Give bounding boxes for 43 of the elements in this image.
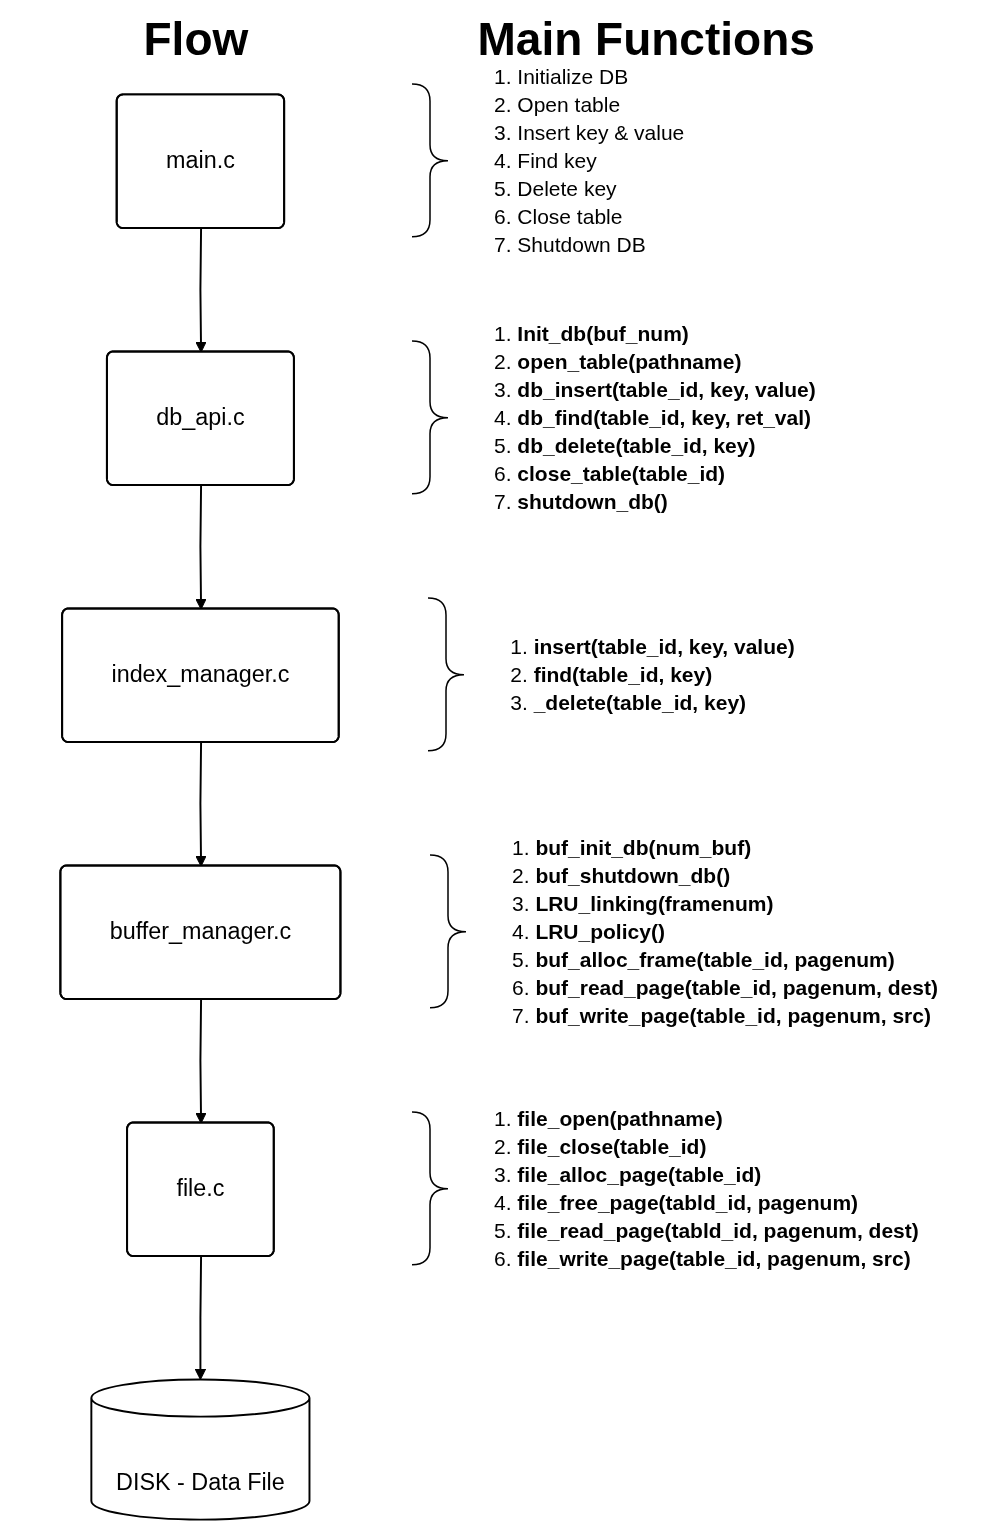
- list-item: 1. Initialize DB: [494, 64, 630, 91]
- list-item: 5. Delete key: [494, 176, 618, 203]
- list-item: 2. open_table(pathname): [494, 349, 743, 376]
- column-heading: Main Functions: [477, 14, 815, 65]
- arrow: [194, 741, 207, 867]
- list-item: 7. buf_write_page(table_id, pagenum, src): [512, 1003, 932, 1030]
- database-cylinder: DISK - Data File: [89, 1378, 311, 1521]
- list-item: 3. Insert key & value: [494, 120, 685, 147]
- list-item: 2. Open table: [494, 92, 622, 119]
- list-item: 1. buf_init_db(num_buf): [512, 835, 753, 862]
- column-heading: Flow: [143, 14, 249, 65]
- list-item: 4. Find key: [494, 148, 598, 175]
- list-item: 7. shutdown_db(): [494, 489, 669, 516]
- list-item: 1. file_open(pathname): [494, 1106, 724, 1133]
- process-box: main.c: [115, 93, 285, 230]
- list-item: 6. Close table: [494, 204, 624, 231]
- process-box: index_manager.c: [60, 607, 340, 744]
- arrow: [194, 998, 207, 1124]
- list-item: 4. file_free_page(tabld_id, pagenum): [494, 1190, 860, 1217]
- list-item: 6. buf_read_page(table_id, pagenum, dest): [512, 975, 938, 1002]
- list-item: 2. file_close(table_id): [494, 1134, 708, 1161]
- process-box: file.c: [125, 1121, 275, 1258]
- list-item: 5. buf_alloc_frame(table_id, pagenum): [512, 947, 896, 974]
- list-item: 3. _delete(table_id, key): [510, 690, 748, 717]
- list-item: 3. LRU_linking(framenum): [512, 891, 775, 918]
- list-item: 7. Shutdown DB: [494, 232, 647, 259]
- list-item: 2. find(table_id, key): [510, 662, 714, 689]
- list-item: 4. LRU_policy(): [512, 919, 666, 946]
- list-item: 5. db_delete(table_id, key): [494, 433, 757, 460]
- process-box: db_api.c: [105, 350, 295, 487]
- list-item: 1. insert(table_id, key, value): [510, 634, 795, 661]
- list-item: 6. file_write_page(table_id, pagenum, src): [494, 1246, 912, 1273]
- list-item: 5. file_read_page(tabld_id, pagenum, dest): [494, 1218, 919, 1245]
- arrow: [194, 227, 207, 353]
- list-item: 2. buf_shutdown_db(): [512, 863, 732, 890]
- list-item: 4. db_find(table_id, key, ret_val): [494, 405, 813, 432]
- list-item: 1. Init_db(buf_num): [494, 321, 690, 348]
- arrow: [194, 1255, 206, 1380]
- process-box: buffer_manager.c: [59, 864, 341, 1001]
- list-item: 3. db_insert(table_id, key, value): [494, 377, 816, 404]
- arrow: [194, 484, 207, 610]
- list-item: 3. file_alloc_page(table_id): [494, 1162, 763, 1189]
- list-item: 6. close_table(table_id): [494, 461, 727, 488]
